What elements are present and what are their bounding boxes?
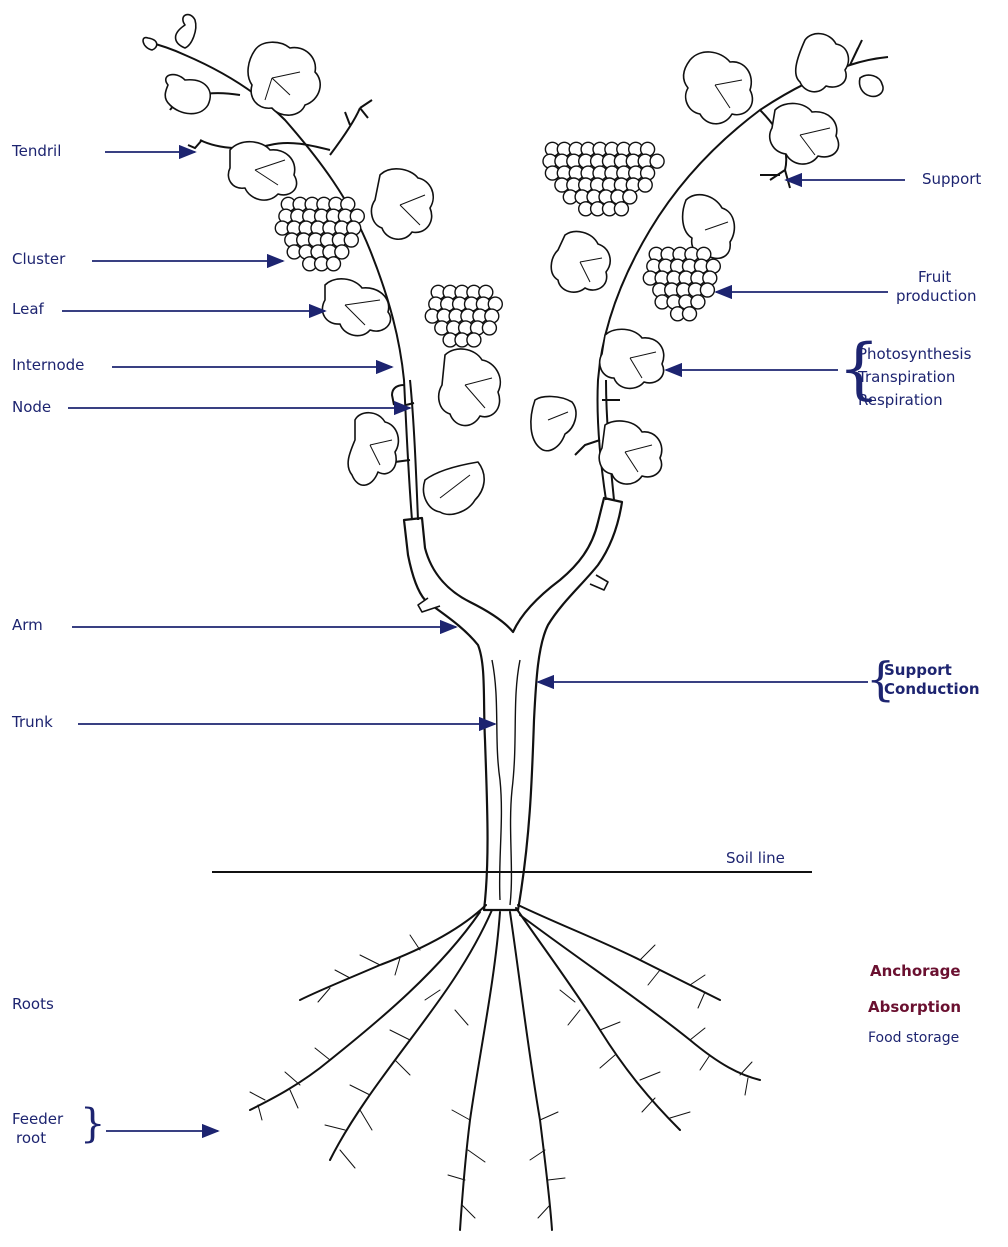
label-support-2: Support (884, 661, 980, 680)
grape-berry (327, 257, 341, 271)
grape-berry (691, 295, 705, 309)
label-support: Support (922, 170, 981, 189)
grape-berry (614, 202, 628, 216)
vine-trunk (404, 498, 622, 910)
label-feeder-root-line1: Feeder (12, 1110, 63, 1129)
grape-berry (700, 283, 714, 297)
label-leaf-functions: Photosynthesis Transpiration Respiration (858, 343, 971, 412)
label-respiration: Respiration (858, 389, 971, 412)
root-system (250, 905, 760, 1230)
label-internode: Internode (12, 356, 84, 375)
label-transpiration: Transpiration (858, 366, 971, 389)
label-roots: Roots (12, 995, 54, 1014)
grape-berry (482, 321, 496, 335)
grape-berry (638, 178, 652, 192)
grape-berry (623, 190, 637, 204)
label-soil-line: Soil line (726, 849, 785, 868)
feeder-root-brace: } (80, 1104, 105, 1144)
label-feeder-root-line2: root (12, 1129, 63, 1148)
label-feeder-root: Feeder root (12, 1110, 63, 1148)
grape-leaves (143, 15, 883, 515)
label-conduction: Conduction (884, 680, 980, 699)
label-anchorage: Anchorage (870, 962, 961, 981)
label-tendril: Tendril (12, 142, 61, 161)
grape-berry (335, 245, 349, 259)
label-fruit-line2: production (896, 287, 977, 306)
label-trunk-functions: Support Conduction (884, 661, 980, 699)
grape-berry (344, 233, 358, 247)
label-arm: Arm (12, 616, 43, 635)
grape-berry (650, 154, 664, 168)
grape-berry (683, 307, 697, 321)
label-cluster: Cluster (12, 250, 65, 269)
grape-berry (467, 333, 481, 347)
label-fruit-production: Fruit production (896, 268, 977, 306)
label-absorption: Absorption (868, 998, 961, 1017)
label-trunk: Trunk (12, 713, 53, 732)
label-leaf: Leaf (12, 300, 44, 319)
label-fruit-line1: Fruit (896, 268, 977, 287)
label-photosynthesis: Photosynthesis (858, 343, 971, 366)
label-node: Node (12, 398, 51, 417)
label-food-storage: Food storage (868, 1029, 959, 1048)
